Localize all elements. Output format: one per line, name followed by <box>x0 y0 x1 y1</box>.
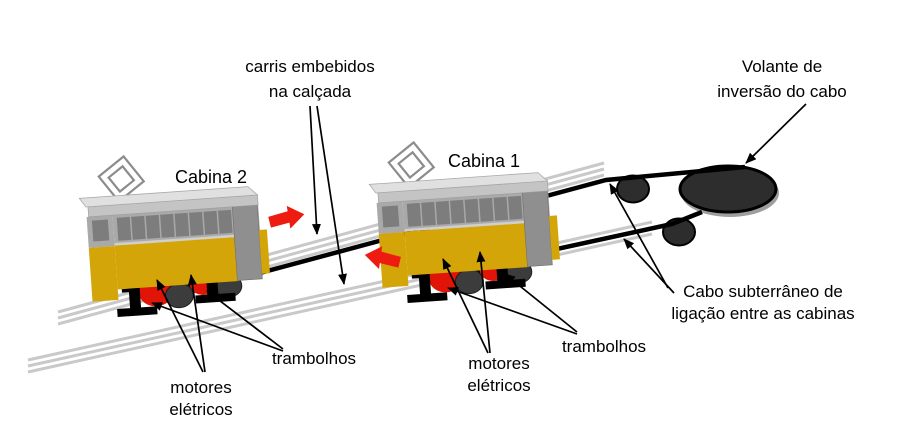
arrow-drags-right-2 <box>504 273 578 333</box>
arrow-flywheel <box>745 103 807 164</box>
label-drags-right: trambolhos <box>562 337 646 356</box>
label-flywheel-line2: inversão do cabo <box>717 82 846 101</box>
label-cable-line2: ligação entre as cabinas <box>671 304 854 323</box>
label-rails-line1: carris embebidos <box>245 57 374 76</box>
label-cable-line1: Cabo subterrâneo de <box>683 282 843 301</box>
flywheel <box>678 164 778 214</box>
label-flywheel-line1: Volante de <box>742 57 822 76</box>
arrow-drags-right-1 <box>447 287 578 335</box>
arrow-motors-right-2 <box>476 251 491 354</box>
arrow-motors-left-2 <box>187 274 206 373</box>
label-motors-left-line1: motores <box>170 378 231 397</box>
arrow-drags-left-1 <box>151 302 284 352</box>
label-cabin2: Cabina 2 <box>175 167 247 187</box>
arrow-cable-lower <box>623 238 675 294</box>
label-motors-left-line2: elétricos <box>169 400 232 419</box>
annotation-arrows <box>151 103 807 373</box>
arrow-rails-1 <box>309 105 321 235</box>
arrow-cable-upper <box>609 183 669 289</box>
label-cabin1: Cabina 1 <box>448 151 520 171</box>
label-rails-line2: na calçada <box>269 82 352 101</box>
direction-arrow-right-icon <box>268 205 305 229</box>
direction-arrow-left-icon <box>364 246 401 269</box>
arrow-motors-left-1 <box>156 279 204 373</box>
arrow-drags-left-2 <box>206 290 284 350</box>
label-motors-right-line1: motores <box>468 354 529 373</box>
arrow-motors-right-1 <box>442 258 489 354</box>
label-drags-left: trambolhos <box>272 349 356 368</box>
cable-upper <box>192 164 746 294</box>
label-motors-right-line2: elétricos <box>467 376 530 395</box>
arrow-rails-2 <box>316 105 347 285</box>
